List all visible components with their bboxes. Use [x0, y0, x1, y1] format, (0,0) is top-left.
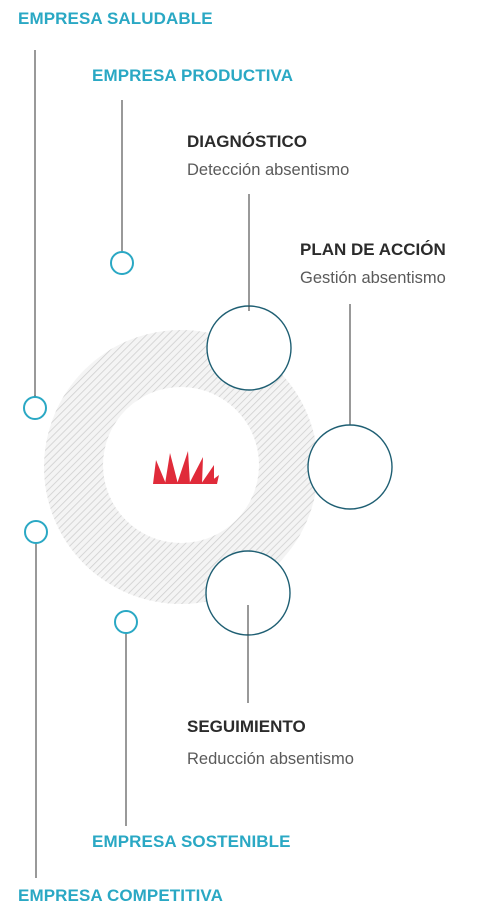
marker-sostenible-icon [114, 610, 138, 634]
stage-subtitle-seguimiento: Reducción absentismo [187, 750, 354, 768]
label-empresa-competitiva: EMPRESA COMPETITIVA [18, 886, 223, 905]
stage-subtitle-diagnostico: Detección absentismo [187, 161, 350, 179]
marker-productiva-icon [110, 251, 134, 275]
ring-center [103, 387, 259, 543]
stage-title-plan: PLAN DE ACCIÓN [300, 240, 446, 259]
stage-title-diagnostico: DIAGNÓSTICO [187, 132, 307, 151]
marker-competitiva-icon [24, 520, 48, 544]
stage-circle-plan [307, 424, 393, 510]
stage-subtitle-plan: Gestión absentismo [300, 269, 446, 287]
red-fan-logo-icon [153, 451, 219, 484]
label-empresa-productiva: EMPRESA PRODUCTIVA [92, 66, 294, 85]
label-empresa-saludable: EMPRESA SALUDABLE [18, 9, 213, 28]
stage-circle-diagnostico [206, 305, 292, 391]
label-empresa-sostenible: EMPRESA SOSTENIBLE [92, 832, 291, 851]
stage-title-seguimiento: SEGUIMIENTO [187, 717, 306, 736]
marker-saludable-icon [23, 396, 47, 420]
